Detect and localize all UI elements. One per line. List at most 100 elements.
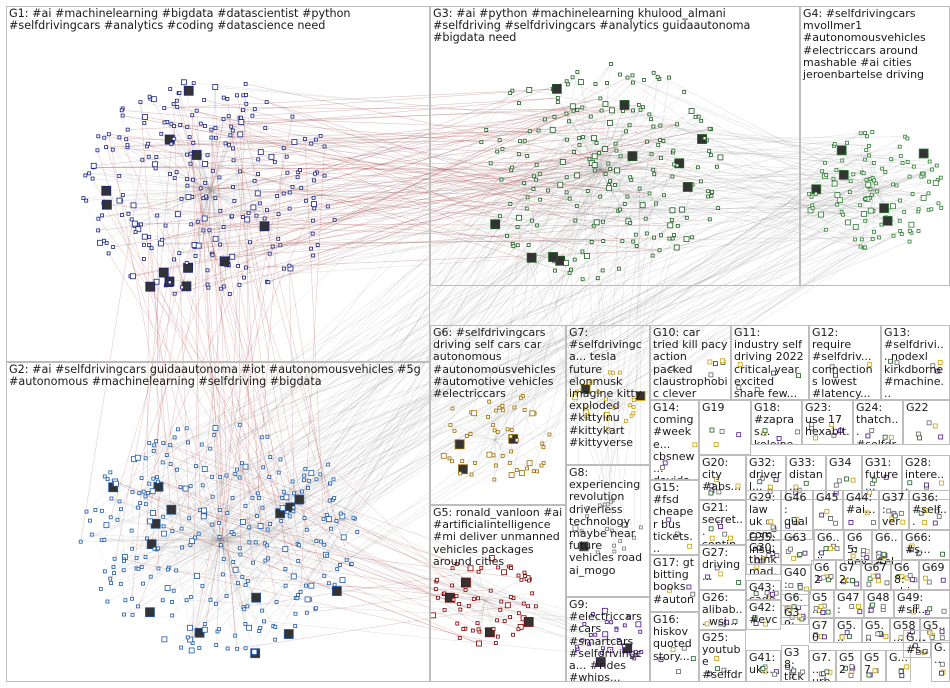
network-node xyxy=(767,488,773,494)
network-node xyxy=(580,277,585,282)
network-node xyxy=(834,192,841,199)
network-node xyxy=(609,620,614,625)
network-node xyxy=(849,664,855,670)
network-node xyxy=(791,555,797,561)
network-node xyxy=(308,470,315,476)
network-node xyxy=(674,531,680,537)
edge xyxy=(494,439,510,463)
edge xyxy=(93,161,563,168)
edge xyxy=(136,491,153,569)
network-node xyxy=(454,439,465,450)
network-node xyxy=(158,267,169,278)
edge xyxy=(596,142,601,171)
network-node xyxy=(112,556,117,561)
edge xyxy=(137,203,315,607)
network-node xyxy=(871,477,877,483)
network-node xyxy=(655,75,660,79)
edge xyxy=(872,169,933,240)
network-node xyxy=(262,619,267,624)
network-node xyxy=(606,161,611,166)
network-node xyxy=(329,526,333,531)
edge xyxy=(614,237,655,552)
network-node xyxy=(175,467,179,472)
network-node xyxy=(152,443,157,448)
network-node xyxy=(194,573,200,579)
edge xyxy=(560,169,601,261)
edge xyxy=(609,399,627,422)
edge xyxy=(289,165,678,193)
group-panel-g47: G47: rea... xyxy=(834,590,864,618)
network-node xyxy=(908,547,914,553)
edge xyxy=(865,179,938,200)
edge xyxy=(209,189,248,220)
edge xyxy=(523,183,621,542)
edge xyxy=(478,599,486,630)
network-node xyxy=(508,91,513,96)
edge xyxy=(620,156,866,221)
edge xyxy=(155,262,187,442)
edge xyxy=(107,539,221,602)
network-node xyxy=(597,151,601,155)
edge xyxy=(599,131,627,171)
network-node xyxy=(795,429,800,435)
edge xyxy=(257,164,595,194)
network-node xyxy=(146,154,151,159)
edge xyxy=(494,439,528,469)
edge xyxy=(169,124,181,282)
network-node xyxy=(467,565,474,572)
network-node xyxy=(672,233,677,237)
edge xyxy=(599,169,671,226)
network-node xyxy=(488,555,495,561)
network-node xyxy=(147,481,152,486)
network-node xyxy=(809,194,814,199)
edge xyxy=(83,198,99,231)
group-label-g21: G21: secret... continu... xyxy=(702,501,743,545)
edge xyxy=(472,599,486,631)
group-label-g25: G25: youtube #selfdr... xyxy=(702,631,743,681)
network-node xyxy=(791,516,797,522)
network-node xyxy=(598,96,603,101)
edge xyxy=(101,540,317,542)
network-node xyxy=(262,216,267,221)
edge xyxy=(187,178,211,191)
edge xyxy=(293,156,528,508)
edge xyxy=(334,133,861,499)
network-node xyxy=(580,249,585,254)
edge xyxy=(306,593,444,613)
network-node xyxy=(130,489,135,494)
network-node xyxy=(283,567,288,571)
network-node xyxy=(865,181,872,188)
group-panel-g68: G68: chi... xyxy=(891,560,919,590)
network-node xyxy=(872,668,878,674)
edge xyxy=(599,169,672,220)
edge xyxy=(167,82,634,570)
group-panel-g17: G17: gt bitting books #auton... xyxy=(650,555,699,612)
edge xyxy=(313,124,678,256)
network-node xyxy=(122,612,126,617)
edge xyxy=(217,539,221,632)
network-node xyxy=(281,266,286,271)
network-node xyxy=(609,499,613,504)
edge xyxy=(494,413,533,441)
network-node xyxy=(881,551,887,557)
network-node xyxy=(828,545,833,551)
network-node xyxy=(137,491,142,496)
network-node xyxy=(291,509,296,514)
network-node xyxy=(599,108,604,113)
network-node xyxy=(475,621,480,626)
edge xyxy=(815,189,876,194)
network-node xyxy=(618,539,623,544)
network-node xyxy=(567,196,572,201)
network-node xyxy=(479,140,484,145)
group-panel-g24: G24: thatch... #selfdr... xyxy=(853,400,903,445)
network-node xyxy=(600,268,605,273)
network-node xyxy=(81,196,86,201)
network-node xyxy=(116,197,123,204)
network-node xyxy=(270,244,275,249)
group-panel-g57: G57 xyxy=(861,650,886,682)
group-panel-g2: G2: #ai #selfdrivingcars guidaautonoma #… xyxy=(6,362,430,682)
network-node xyxy=(505,233,509,238)
edge xyxy=(582,107,601,171)
network-node xyxy=(628,220,633,225)
network-node xyxy=(218,242,223,247)
